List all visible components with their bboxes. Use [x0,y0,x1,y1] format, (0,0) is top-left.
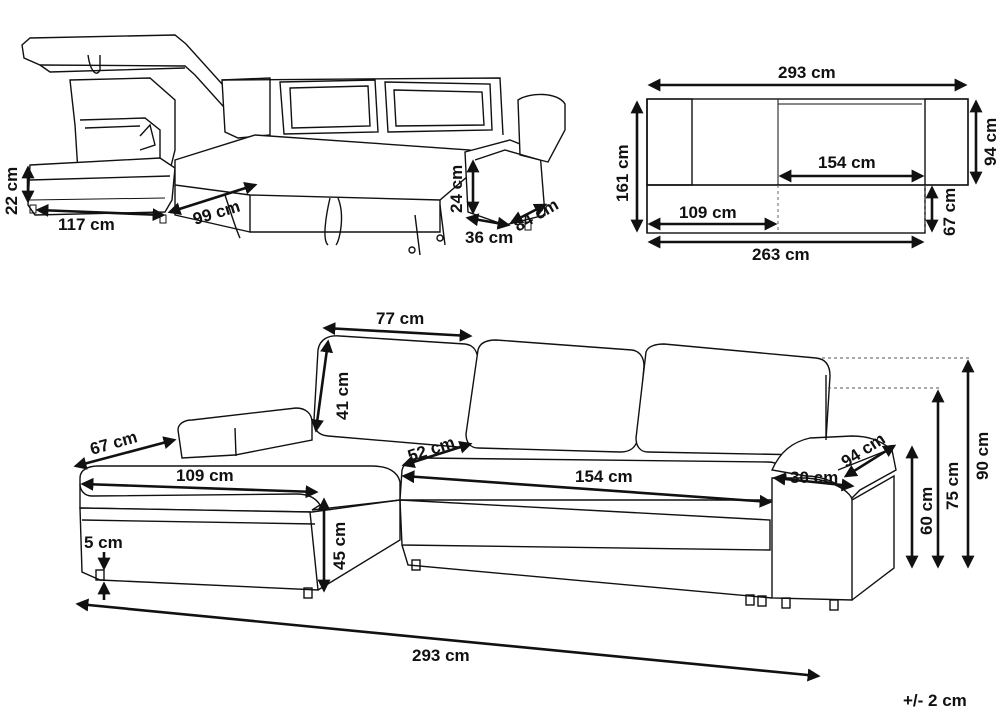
front-label-154: 154 cm [575,467,633,486]
label-117: 117 cm [58,215,115,234]
tolerance-note: +/- 2 cm [903,691,967,710]
front-label-41: 41 cm [333,372,352,420]
front-label-77: 77 cm [376,309,424,328]
plan-label-293: 293 cm [778,63,836,82]
plan-label-67: 67 cm [940,188,959,236]
front-label-45: 45 cm [330,522,349,570]
front-view [73,322,975,682]
front-label-5: 5 cm [84,533,123,552]
label-24: 24 cm [447,165,466,213]
plan-label-94: 94 cm [981,118,1000,166]
label-36: 36 cm [465,228,513,247]
front-label-30: 30 cm [790,468,838,487]
plan-label-263: 263 cm [752,245,810,264]
front-label-67: 67 cm [88,427,140,459]
plan-label-154: 154 cm [818,153,876,172]
label-22: 22 cm [2,167,21,215]
front-label-293: 293 cm [412,646,470,665]
front-label-109: 109 cm [176,466,234,485]
front-label-60: 60 cm [917,487,936,535]
front-label-75: 75 cm [943,462,962,510]
storage-bed-view [21,34,566,256]
plan-view [630,78,983,249]
front-label-90: 90 cm [973,432,992,480]
plan-label-109: 109 cm [679,203,737,222]
plan-label-161: 161 cm [613,144,632,202]
